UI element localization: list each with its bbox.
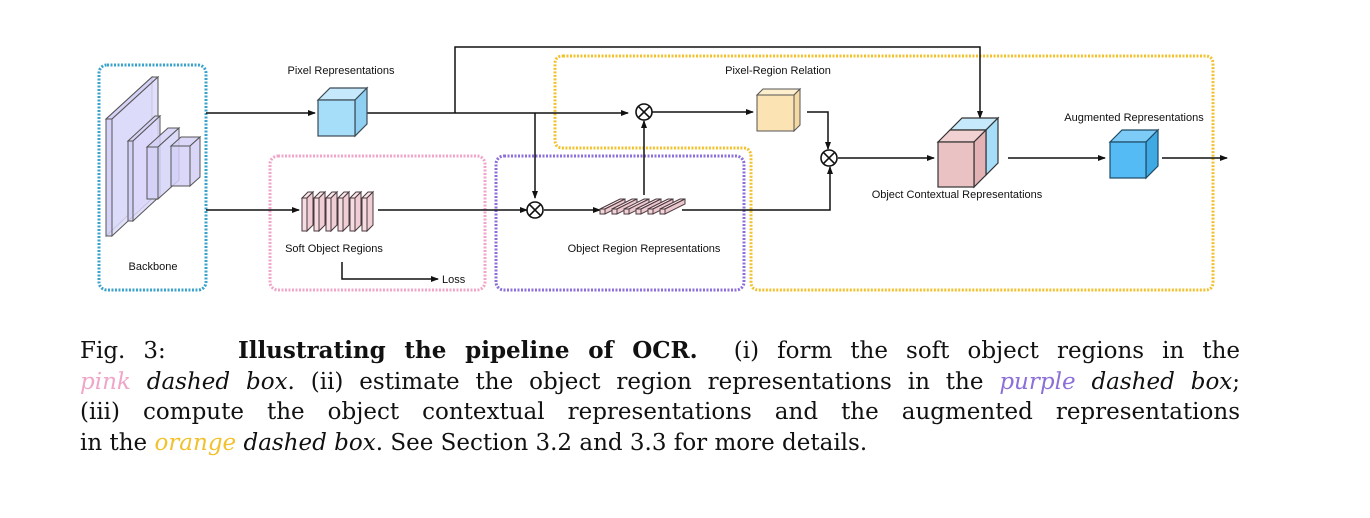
multiply-operator-icon	[526, 201, 544, 219]
region-representation-bar	[599, 198, 626, 215]
augmented-representations-cube-icon	[1108, 128, 1160, 180]
soft-region-slab	[360, 190, 375, 233]
soft-region-slab	[324, 190, 339, 233]
line-skip-to-context	[454, 46, 983, 119]
multiply-operator-icon	[820, 149, 838, 167]
caption-line-1: Fig. 3: Illustrating the pipeline of OCR…	[80, 336, 1240, 367]
label-pixel-region-relation: Pixel-Region Relation	[725, 65, 831, 77]
backbone-dashed-box	[97, 63, 208, 292]
label-augmented-representations: Augmented Representations	[1064, 112, 1204, 124]
object-region-representations-icon	[599, 198, 686, 215]
caption-dashed-box-1: dashed box	[146, 368, 288, 395]
multiply-operator-icon	[635, 103, 653, 121]
label-object-contextual-representations: Object Contextual Representations	[872, 189, 1043, 201]
caption-line-3: (iii) compute the object contextual repr…	[80, 399, 1240, 425]
label-pixel-representations: Pixel Representations	[287, 65, 395, 77]
pixel-region-relation-cube-icon	[755, 87, 802, 133]
caption-purple-word: purple	[999, 368, 1076, 395]
caption-line-4: in the orange dashed box. See Section 3.…	[80, 428, 1240, 459]
region-representation-bar	[659, 198, 686, 215]
object-contextual-representations-cube-icon	[936, 116, 1000, 189]
label-backbone: Backbone	[129, 261, 178, 273]
caption-title: Illustrating the pipeline of OCR.	[237, 337, 698, 364]
caption-part-3: ;	[1232, 368, 1241, 395]
caption-fig-label: Fig. 3:	[80, 338, 166, 364]
soft-region-slab	[300, 190, 315, 233]
caption-part-5: . See Section 3.2 and 3.3 for more detai…	[375, 429, 868, 456]
purple-dashed-box	[494, 154, 746, 292]
line-loss	[341, 262, 439, 282]
label-soft-object-regions: Soft Object Regions	[285, 243, 383, 255]
ocr-pipeline-diagram: Pixel Representations Backbone Soft Obje…	[97, 46, 1228, 292]
backbone-icon	[104, 75, 202, 238]
caption-dashed-box-2: dashed box	[1091, 368, 1233, 395]
label-loss: Loss	[442, 274, 466, 286]
soft-object-regions-icon	[300, 190, 375, 233]
label-object-region-representations: Object Region Representations	[568, 243, 721, 255]
soft-region-slab	[348, 190, 363, 233]
region-representation-bar	[635, 198, 662, 215]
caption-line-2: pink dashed box. (ii) estimate the objec…	[80, 367, 1240, 398]
line-relation-to-right-mult	[807, 111, 831, 150]
region-representation-bar	[611, 198, 638, 215]
caption-part-1: (i) form the soft object regions in the	[733, 338, 1241, 364]
caption-pink-word: pink	[80, 368, 131, 395]
caption-orange-word: orange	[154, 429, 237, 456]
caption-part-2: . (ii) estimate the object region repres…	[287, 368, 984, 395]
orange-dashed-box	[553, 54, 1215, 292]
pink-dashed-box	[268, 154, 487, 292]
soft-region-slab	[336, 190, 351, 233]
soft-region-slab	[312, 190, 327, 233]
caption-part-4: in the	[80, 429, 148, 456]
pixel-representations-cube-icon	[316, 86, 369, 138]
figure-caption: Fig. 3: Illustrating the pipeline of OCR…	[80, 336, 1240, 458]
region-representation-bar	[623, 198, 650, 215]
region-representation-bar	[647, 198, 674, 215]
caption-dashed-box-3: dashed box	[243, 429, 376, 456]
line-regionrep-to-right-mult	[682, 166, 833, 211]
